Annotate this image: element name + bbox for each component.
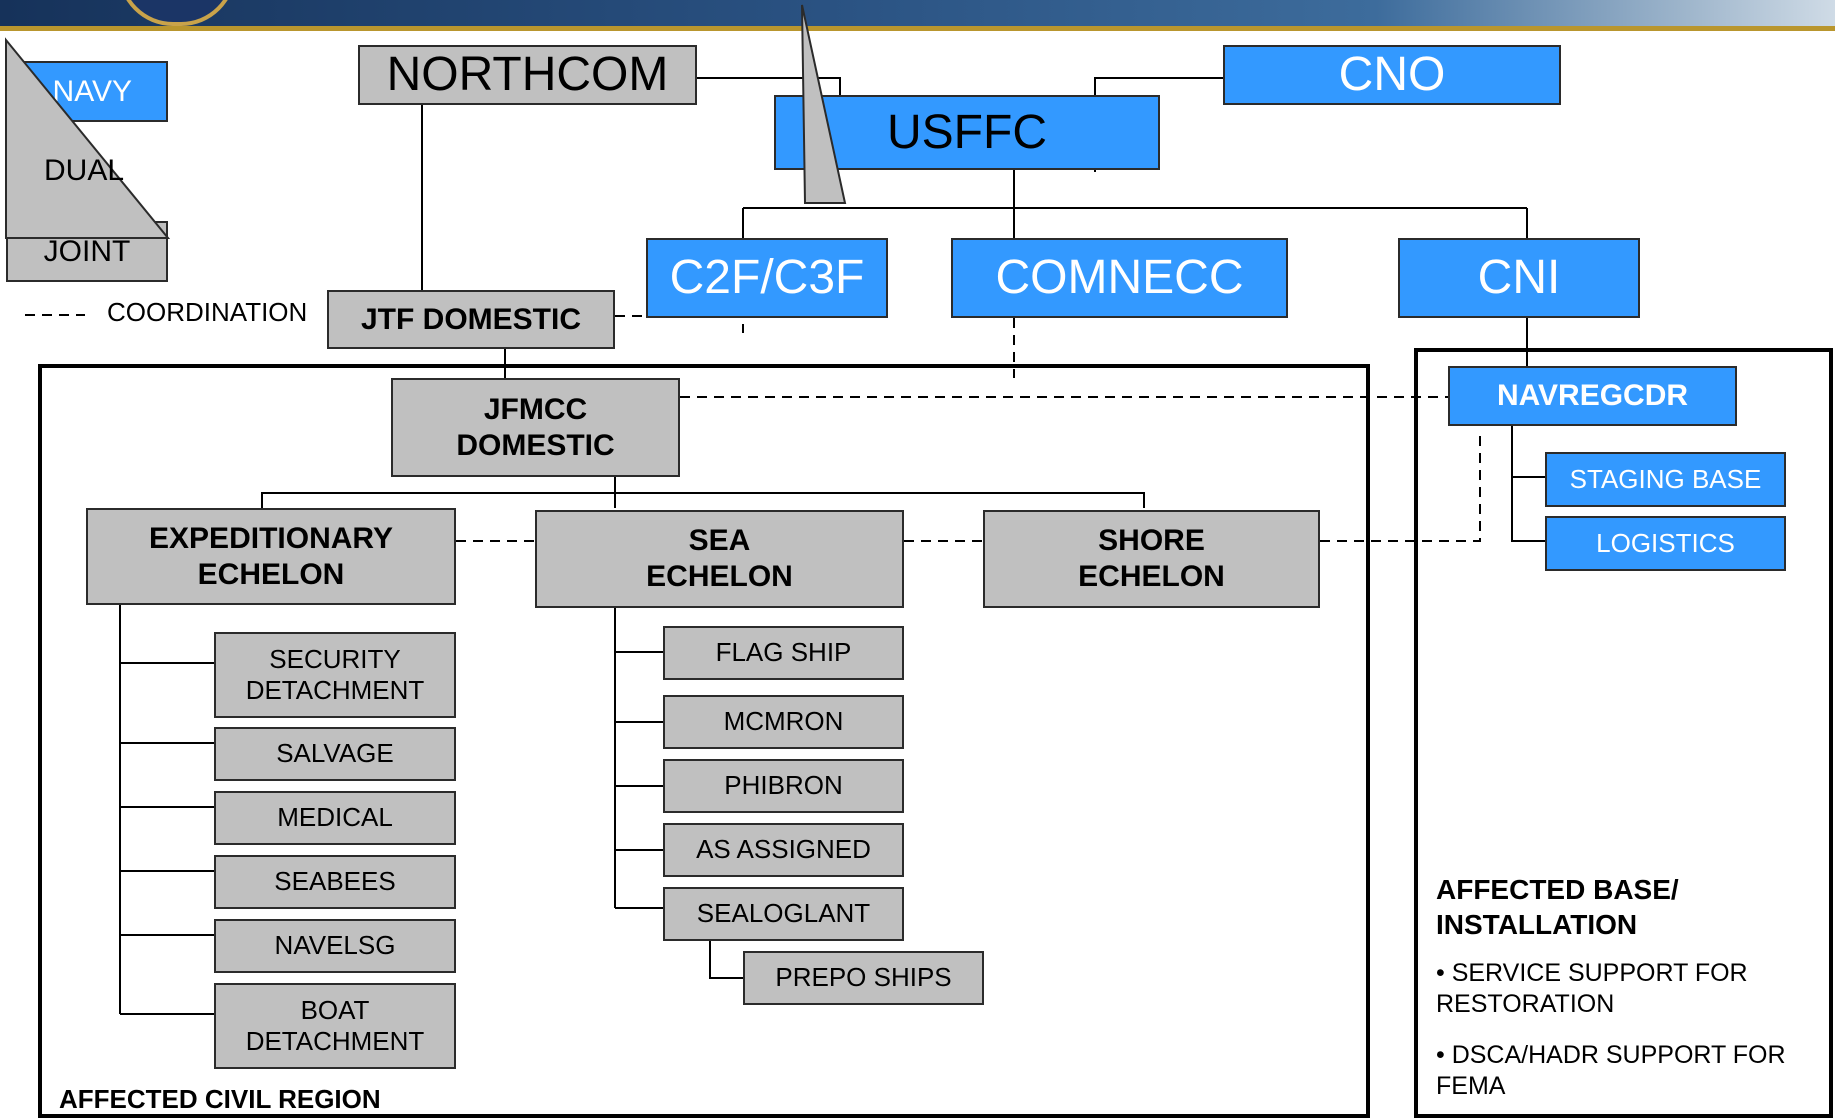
unit-as-assigned: AS ASSIGNED	[663, 823, 904, 877]
usffc-label: USFFC	[887, 105, 1047, 159]
unit-flag-ship: FLAG SHIP	[663, 626, 904, 680]
unit-label: SECURITY DETACHMENT	[245, 643, 425, 705]
expeditionary-echelon-label: EXPEDITIONARY ECHELON	[149, 521, 393, 591]
cno-box: CNO	[1223, 45, 1561, 105]
northcom-box: NORTHCOM	[358, 45, 697, 105]
dashed-shore-navregcdr	[1320, 434, 1481, 542]
legend-joint-label: JOINT	[43, 234, 131, 268]
line-cno-usffc	[1094, 77, 1223, 95]
civil-region-label: AFFECTED CIVIL REGION	[59, 1084, 381, 1114]
jfmcc-domestic-label: JFMCC DOMESTIC	[456, 392, 615, 462]
legend-navy-label: NAVY	[52, 74, 132, 108]
unit-seabees: SEABEES	[214, 855, 456, 909]
sea-echelon-label: SEA ECHELON	[646, 524, 793, 593]
unit-phibron: PHIBRON	[663, 759, 904, 813]
unit-label: MCMRON	[723, 706, 844, 737]
unit-label: BOAT DETACHMENT	[245, 994, 425, 1056]
comnecc-box: COMNECC	[951, 238, 1288, 318]
unit-label: SEALOGLANT	[696, 898, 871, 929]
affected-base-title: AFFECTED BASE/ INSTALLATION	[1436, 874, 1679, 940]
unit-label: MEDICAL	[277, 802, 393, 833]
unit-salvage: SALVAGE	[214, 727, 456, 781]
northcom-label: NORTHCOM	[386, 48, 669, 102]
base-bullet-1: • SERVICE SUPPORT FOR RESTORATION	[1436, 959, 1748, 1019]
shore-echelon-box: SHORE ECHELON	[983, 510, 1320, 608]
header-banner	[0, 0, 1835, 26]
expeditionary-echelon-box: EXPEDITIONARY ECHELON	[86, 508, 456, 605]
unit-mcmron: MCMRON	[663, 695, 904, 749]
cni-box: CNI	[1398, 238, 1640, 318]
unit-sealoglant: SEALOGLANT	[663, 887, 904, 941]
usffc-box: USFFC	[774, 95, 1160, 170]
unit-label: SEABEES	[274, 866, 396, 897]
navregcdr-box: NAVREGCDR	[1448, 366, 1737, 426]
staging-base-box: STAGING BASE	[1545, 452, 1786, 507]
line-echelon-bus	[261, 492, 1145, 508]
logistics-label: LOGISTICS	[1596, 527, 1735, 558]
base-bullet-2: • DSCA/HADR SUPPORT FOR FEMA	[1436, 1041, 1786, 1101]
legend-coordination-label: COORDINATION	[107, 297, 308, 327]
c2f-c3f-label: C2F/C3F	[669, 251, 865, 305]
jfmcc-domestic-box: JFMCC DOMESTIC	[391, 378, 680, 477]
unit-medical: MEDICAL	[214, 791, 456, 845]
navregcdr-label: NAVREGCDR	[1496, 379, 1689, 412]
line-northcom-usffc	[697, 77, 841, 95]
affected-civil-region	[38, 364, 1370, 1118]
unit-label: AS ASSIGNED	[696, 834, 871, 865]
cni-label: CNI	[1477, 251, 1561, 305]
unit-label: PREPO SHIPS	[775, 962, 952, 993]
unit-security-detachment: SECURITY DETACHMENT	[214, 632, 456, 718]
header-gold-rule	[0, 26, 1835, 31]
sea-echelon-box: SEA ECHELON	[535, 510, 904, 608]
unit-label: NAVELSG	[274, 930, 396, 961]
unit-label: PHIBRON	[724, 770, 843, 801]
jtf-domestic-label: JTF DOMESTIC	[360, 302, 581, 336]
staging-base-label: STAGING BASE	[1569, 463, 1762, 494]
shore-echelon-label: SHORE ECHELON	[1078, 524, 1225, 593]
unit-navelsg: NAVELSG	[214, 919, 456, 973]
c2f-c3f-box: C2F/C3F	[646, 238, 888, 318]
line-navregcdr-logistics	[1511, 424, 1545, 542]
affected-base-region	[1414, 348, 1833, 1118]
jtf-domestic-box: JTF DOMESTIC	[327, 290, 615, 349]
line-sealoglant-prepo	[709, 940, 743, 979]
comnecc-label: COMNECC	[995, 251, 1244, 305]
legend-dual-label: DUAL	[44, 154, 125, 187]
cno-label: CNO	[1338, 48, 1446, 102]
unit-boat-detachment: BOAT DETACHMENT	[214, 983, 456, 1069]
unit-label: FLAG SHIP	[715, 637, 852, 668]
unit-label: SALVAGE	[276, 738, 394, 769]
logistics-box: LOGISTICS	[1545, 516, 1786, 571]
unit-prepo-ships: PREPO SHIPS	[743, 951, 984, 1005]
